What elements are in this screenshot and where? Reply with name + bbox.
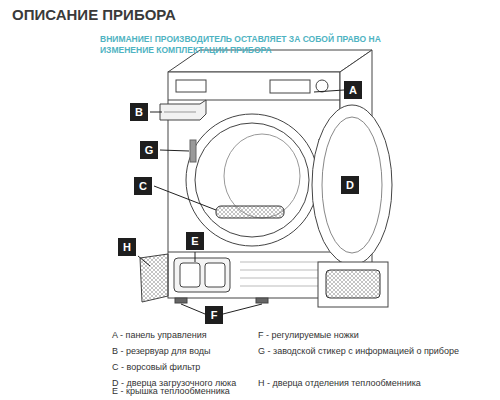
legend-item: C - ворсовый фильтр	[112, 362, 252, 373]
leader-line	[314, 90, 344, 92]
callout-letter-text: B	[135, 106, 143, 118]
callout-letter: C	[134, 177, 152, 195]
callout-letter-text: A	[349, 84, 357, 96]
panel-line	[168, 100, 340, 101]
leader-line	[195, 252, 196, 262]
warning-note: ВНИМАНИЕ! ПРОИЗВОДИТЕЛЬ ОСТАВЛЯЕТ ЗА СОБ…	[100, 34, 430, 55]
callout-letter: F	[205, 306, 223, 324]
legend-item: G - заводской стикер с информацией о при…	[258, 346, 468, 357]
exchanger-part	[205, 263, 225, 287]
page-title: ОПИСАНИЕ ПРИБОРА	[12, 6, 176, 23]
callout-letter: H	[118, 238, 136, 256]
callout-letter-text: G	[145, 144, 154, 156]
sticker	[190, 140, 196, 162]
callout-letter-text: D	[346, 179, 354, 191]
water-tank	[160, 100, 206, 120]
heat-exchanger-cover	[174, 258, 230, 292]
callout-letter: A	[344, 81, 362, 99]
door-glass	[322, 117, 382, 253]
exchanger-part	[180, 263, 200, 287]
legend-item: E - крышка теплообменника	[112, 386, 257, 397]
leader-line	[150, 112, 162, 113]
leader-line	[223, 304, 262, 314]
callout-letter: B	[130, 103, 148, 121]
knob	[316, 80, 328, 92]
drum-ring-inner	[195, 123, 309, 237]
legend-item: A - панель управления	[112, 330, 252, 341]
foot	[175, 298, 187, 303]
drum-ring	[186, 114, 318, 246]
button-strip	[176, 80, 206, 92]
callout-letter-text: H	[123, 241, 131, 253]
lower-line	[168, 252, 340, 253]
leader-line	[154, 186, 216, 210]
display	[270, 80, 310, 93]
callout-letter: G	[140, 141, 158, 159]
legend-item: F - регулируемые ножки	[258, 330, 478, 341]
callout-letter-text: C	[139, 180, 147, 192]
legend-item: H - дверца отделения теплообменника	[258, 378, 478, 389]
tank-line	[164, 112, 196, 113]
inset-filter	[326, 270, 380, 298]
inset-frame	[318, 262, 388, 307]
callout-letter-text: E	[191, 235, 198, 247]
foot	[256, 298, 268, 303]
legend-item: B - резервуар для воды	[112, 346, 252, 357]
leader-line	[160, 150, 189, 151]
callout-letter: E	[186, 232, 204, 250]
callout-letter: D	[341, 176, 359, 194]
lint-filter	[216, 206, 284, 218]
callout-letter-text: F	[211, 309, 218, 321]
door	[312, 105, 392, 265]
leader-line	[181, 304, 205, 314]
leader-line	[138, 256, 150, 266]
drum-back	[224, 134, 300, 218]
